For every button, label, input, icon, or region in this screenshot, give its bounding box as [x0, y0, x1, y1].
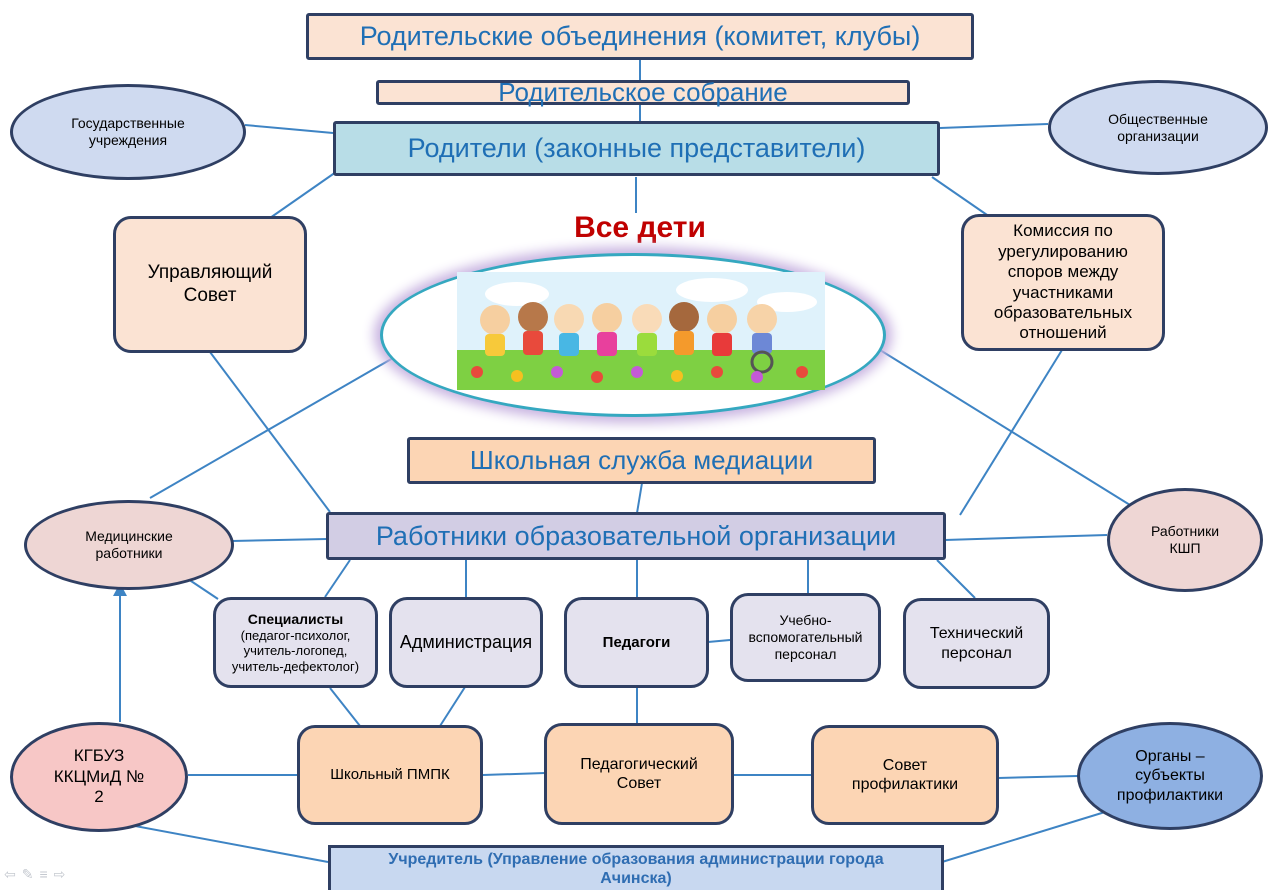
state-institutions-ellipse: Государственные учреждения	[10, 84, 246, 180]
support-staff-label: Учебно-вспомогательный персонал	[748, 612, 863, 662]
kgbuz-label: КГБУЗ ККЦМиД № 2	[53, 746, 145, 807]
dispute-commission-box: Комиссия по урегулированию споров между …	[961, 214, 1165, 351]
teachers-box: Педагоги	[564, 597, 709, 688]
technical-staff-box: Технический персонал	[903, 598, 1050, 689]
all-children-title: Все дети	[520, 207, 760, 249]
menu-icon[interactable]: ≡	[39, 866, 54, 882]
prevention-bodies-label: Органы – субъекты профилактики	[1116, 748, 1224, 804]
parent-associations-box: Родительские объединения (комитет, клубы…	[306, 13, 974, 60]
parents-box: Родители (законные представители)	[333, 121, 940, 176]
administration-label: Администрация	[399, 631, 533, 652]
governing-council-label: Управляющий Совет	[147, 261, 273, 306]
technical-staff-label: Технический персонал	[929, 625, 1024, 662]
medical-workers-ellipse: Медицинские работники	[24, 500, 234, 590]
specialists-detail: (педагог-психолог, учитель-логопед, учит…	[231, 627, 360, 674]
public-organizations-label: Общественные организации	[1108, 110, 1208, 144]
specialists-title: Специалисты	[247, 610, 344, 627]
ksp-workers-label: Работники КШП	[1150, 523, 1220, 556]
governing-council-box: Управляющий Совет	[113, 216, 307, 353]
prevention-bodies-ellipse: Органы – субъекты профилактики	[1077, 722, 1263, 830]
specialists-box: Специалисты (педагог-психолог, учитель-л…	[213, 597, 378, 688]
dispute-commission-label: Комиссия по урегулированию споров между …	[993, 221, 1133, 343]
school-staff-label: Работники образовательной организации	[375, 520, 897, 551]
school-pmpk-box: Школьный ПМПК	[297, 725, 483, 825]
administration-box: Администрация	[389, 597, 543, 688]
parents-label: Родители (законные представители)	[407, 133, 866, 164]
prevention-council-label: Совет профилактики	[851, 756, 959, 793]
slide-nav-controls[interactable]: ⇦✎≡⇨	[4, 866, 124, 886]
founder-box: Учредитель (Управление образования админ…	[328, 845, 944, 890]
medical-workers-label: Медицинские работники	[85, 528, 173, 561]
flowers-row	[471, 366, 808, 383]
parent-meeting-box: Родительское собрание	[376, 76, 910, 107]
parent-meeting-label: Родительское собрание	[498, 76, 788, 107]
children-illustration	[457, 272, 825, 390]
next-arrow-icon[interactable]: ⇨	[53, 866, 72, 882]
prev-arrow-icon[interactable]: ⇦	[4, 866, 22, 882]
pedagogical-council-box: Педагогический Совет	[544, 723, 734, 825]
prevention-council-box: Совет профилактики	[811, 725, 999, 825]
pen-icon[interactable]: ✎	[21, 866, 40, 882]
founder-label: Учредитель (Управление образования админ…	[388, 850, 884, 887]
kids-row	[480, 302, 777, 374]
school-pmpk-label: Школьный ПМПК	[330, 766, 450, 783]
state-institutions-label: Государственные учреждения	[71, 115, 185, 148]
ksp-workers-ellipse: Работники КШП	[1107, 488, 1263, 592]
public-organizations-ellipse: Общественные организации	[1048, 80, 1268, 175]
parent-associations-label: Родительские объединения (комитет, клубы…	[359, 21, 921, 52]
mediation-service-box: Школьная служба медиации	[407, 437, 876, 484]
support-staff-box: Учебно-вспомогательный персонал	[730, 593, 881, 682]
pedagogical-council-label: Педагогический Совет	[580, 755, 698, 792]
kgbuz-ellipse: КГБУЗ ККЦМиД № 2	[10, 722, 188, 832]
school-staff-box: Работники образовательной организации	[326, 512, 946, 560]
mediation-service-label: Школьная служба медиации	[469, 444, 814, 475]
teachers-label: Педагоги	[602, 633, 671, 651]
all-children-label: Все дети	[574, 211, 706, 244]
